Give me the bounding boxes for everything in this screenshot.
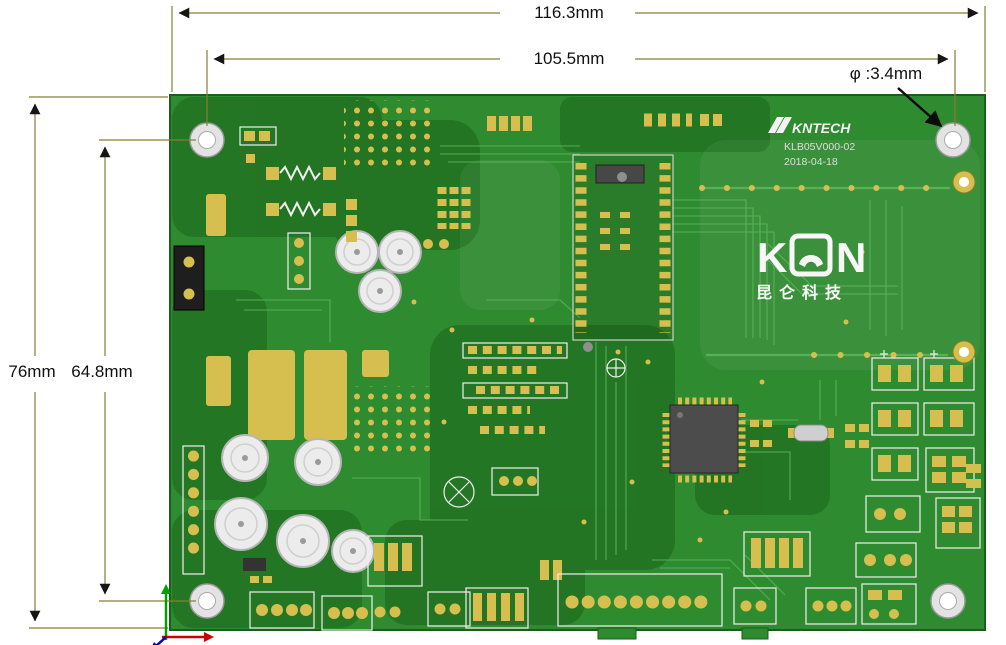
fiducial-marks (583, 342, 626, 378)
phone-handset-icon (799, 255, 823, 267)
dim-label-overall-height: 76mm (3, 361, 61, 382)
thermal-via-grid-top (344, 100, 430, 166)
ic-module (572, 154, 674, 341)
power-section (173, 126, 336, 311)
resistor-symbol (279, 164, 321, 182)
electrolytic-capacitors-top (335, 230, 422, 313)
dim-label-inner-height: 64.8mm (60, 361, 144, 382)
passive-cluster (462, 342, 568, 434)
board-date-text: 2018-04-18 (784, 156, 838, 168)
left-edge-connector (182, 445, 205, 575)
mid-connector (491, 467, 539, 496)
board-edge-tab (741, 627, 769, 640)
power-connector (173, 245, 205, 311)
dim-hole-span-height-line (99, 139, 196, 602)
via-rows (699, 185, 953, 358)
right-io-connectors (855, 350, 981, 578)
mid-top-passives (346, 116, 532, 249)
plated-hole-right-upper (952, 170, 976, 194)
silkscreen-text: KNTECH KLB05V000-02 2018-04-18 (768, 117, 855, 168)
thermal-via-grid-bottom (350, 386, 438, 458)
buzzer-silkscreen (443, 476, 475, 508)
electrolytic-capacitors-bottom (214, 434, 375, 573)
transformer-blocks (206, 350, 389, 440)
resistor-symbol (279, 200, 321, 218)
kun-logo: K N 昆仑科技 (756, 233, 866, 302)
kun-logo-n: N (836, 234, 866, 281)
origin-axes (152, 584, 214, 645)
crystal-oscillator (788, 424, 834, 442)
kun-logo-phone-icon (789, 233, 833, 277)
mounting-hole-bottom-right (930, 583, 966, 619)
dim-label-hole-diameter: φ :3.4mm (836, 63, 936, 84)
board-model-text: KLB05V000-02 (784, 141, 855, 153)
dim-label-overall-width: 116.3mm (503, 2, 635, 23)
dimension-annotations (29, 6, 986, 629)
kun-logo-k: K (757, 234, 787, 281)
dim-overall-width-line (171, 6, 986, 92)
smd-ic-small (243, 558, 266, 571)
kntech-logo-mark (768, 117, 792, 133)
kun-logo-chinese: 昆仑科技 (756, 283, 848, 302)
dim-overall-height-line (29, 96, 168, 629)
pcb-board: KNTECH KLB05V000-02 2018-04-18 K N 昆仑科技 (169, 94, 986, 640)
board-brand-text: KNTECH (792, 120, 851, 136)
axis-z-arrow (155, 636, 167, 645)
qfp-chip (662, 397, 746, 483)
board-edge-tab (597, 627, 637, 640)
vias (411, 249, 865, 543)
hole-diameter-callout-arrow (897, 87, 943, 128)
dim-hole-span-width-line (206, 50, 956, 126)
dim-label-inner-width: 105.5mm (503, 48, 635, 69)
plated-hole-right-lower (952, 340, 976, 364)
mounting-hole-top-right (935, 122, 971, 158)
bottom-connectors (249, 531, 917, 631)
